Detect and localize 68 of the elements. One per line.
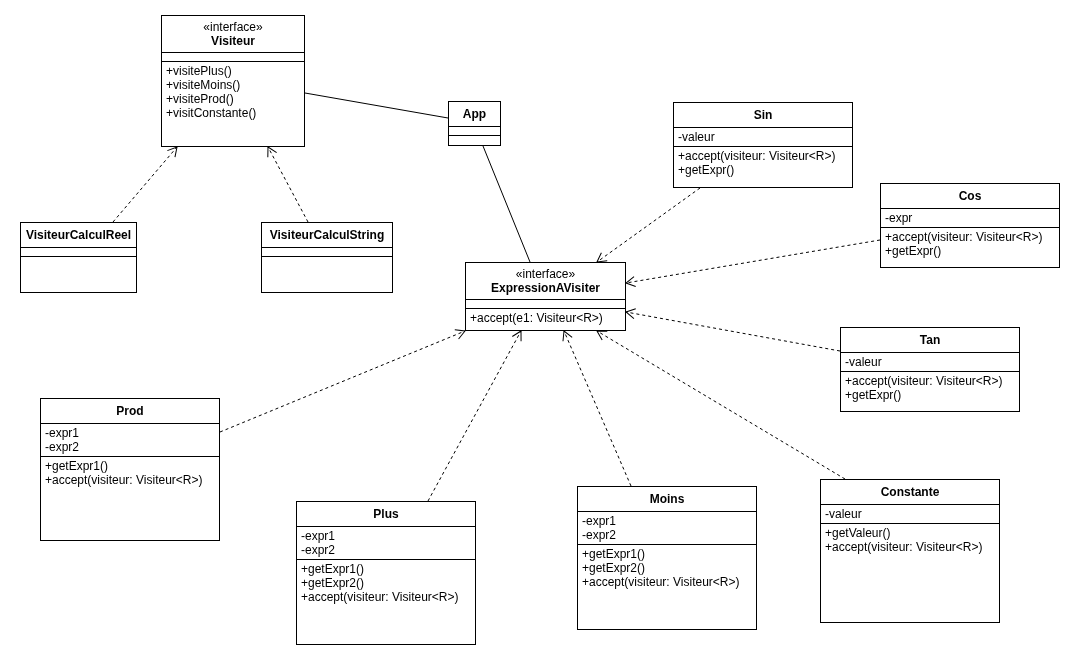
- class-box: [448, 101, 501, 146]
- class-box: [40, 398, 220, 541]
- attribute-text: -expr2: [45, 440, 80, 454]
- method-text: +accept(visiteur: Visiteur<R>): [678, 149, 837, 163]
- class-name: Moins: [649, 492, 685, 506]
- class-box: [161, 15, 305, 147]
- method-text: +accept(visiteur: Visiteur<R>): [885, 230, 1044, 244]
- dashed-arrow: [596, 330, 846, 480]
- method-text: +getExpr2(): [301, 576, 366, 590]
- method-text: +getExpr(): [678, 163, 736, 177]
- method-text: +accept(visiteur: Visiteur<R>): [825, 540, 984, 554]
- class-name: Constante: [880, 485, 940, 499]
- method-text: +getExpr1(): [582, 547, 647, 561]
- stereotype-label: «interface»: [515, 267, 576, 281]
- method-text: +visiteProd(): [166, 92, 235, 106]
- method-text: +getExpr1(): [45, 459, 110, 473]
- dashed-arrow: [625, 308, 841, 352]
- method-text: +accept(visiteur: Visiteur<R>): [301, 590, 460, 604]
- method-text: +getExpr1(): [301, 562, 366, 576]
- attribute-text: -expr1: [301, 529, 336, 543]
- method-text: +getValeur(): [825, 526, 892, 540]
- attribute-text: -valeur: [678, 130, 716, 144]
- class-name: Prod: [116, 404, 144, 418]
- class-box: [820, 479, 1000, 623]
- class-box: [465, 262, 626, 331]
- class-box: [673, 102, 853, 188]
- dashed-arrow: [625, 239, 881, 287]
- attribute-text: -expr2: [582, 528, 617, 542]
- attribute-text: -expr2: [301, 543, 336, 557]
- class-name: Plus: [373, 507, 399, 521]
- association-line: [482, 145, 531, 263]
- method-text: +accept(visiteur: Visiteur<R>): [45, 473, 204, 487]
- class-box: [577, 486, 757, 630]
- class-name: Cos: [958, 189, 982, 203]
- dashed-arrow: [267, 146, 309, 223]
- class-box: [20, 222, 137, 293]
- attribute-text: -expr: [885, 211, 914, 225]
- class-name: App: [462, 107, 487, 121]
- method-text: +getExpr2(): [582, 561, 647, 575]
- method-text: +visitePlus(): [166, 64, 233, 78]
- method-text: +accept(visiteur: Visiteur<R>): [582, 575, 741, 589]
- class-box: [261, 222, 393, 293]
- dashed-arrow: [112, 146, 178, 223]
- dashed-arrow: [562, 330, 632, 487]
- association-line: [304, 92, 449, 119]
- method-text: +getExpr(): [885, 244, 943, 258]
- dashed-arrow: [596, 187, 701, 263]
- class-name: ExpressionAVisiter: [491, 281, 600, 295]
- attribute-text: -expr1: [45, 426, 80, 440]
- class-name: Sin: [753, 108, 773, 122]
- stereotype-label: «interface»: [203, 20, 263, 34]
- method-text: +visitConstante(): [166, 106, 258, 120]
- class-name: Visiteur: [211, 34, 255, 48]
- class-box: [880, 183, 1060, 268]
- class-box: [296, 501, 476, 645]
- dashed-arrow: [219, 329, 466, 433]
- attribute-text: -expr1: [582, 514, 617, 528]
- attribute-text: -valeur: [825, 507, 863, 521]
- class-name: VisiteurCalculReel: [25, 228, 132, 242]
- method-text: +visiteMoins(): [166, 78, 242, 92]
- dashed-arrow: [427, 330, 522, 502]
- class-name: VisiteurCalculString: [269, 228, 385, 242]
- method-text: +accept(e1: Visiteur<R>): [470, 311, 604, 325]
- class-box: [840, 327, 1020, 412]
- method-text: +getExpr(): [845, 388, 903, 402]
- class-name: Tan: [919, 333, 941, 347]
- attribute-text: -valeur: [845, 355, 883, 369]
- method-text: +accept(visiteur: Visiteur<R>): [845, 374, 1004, 388]
